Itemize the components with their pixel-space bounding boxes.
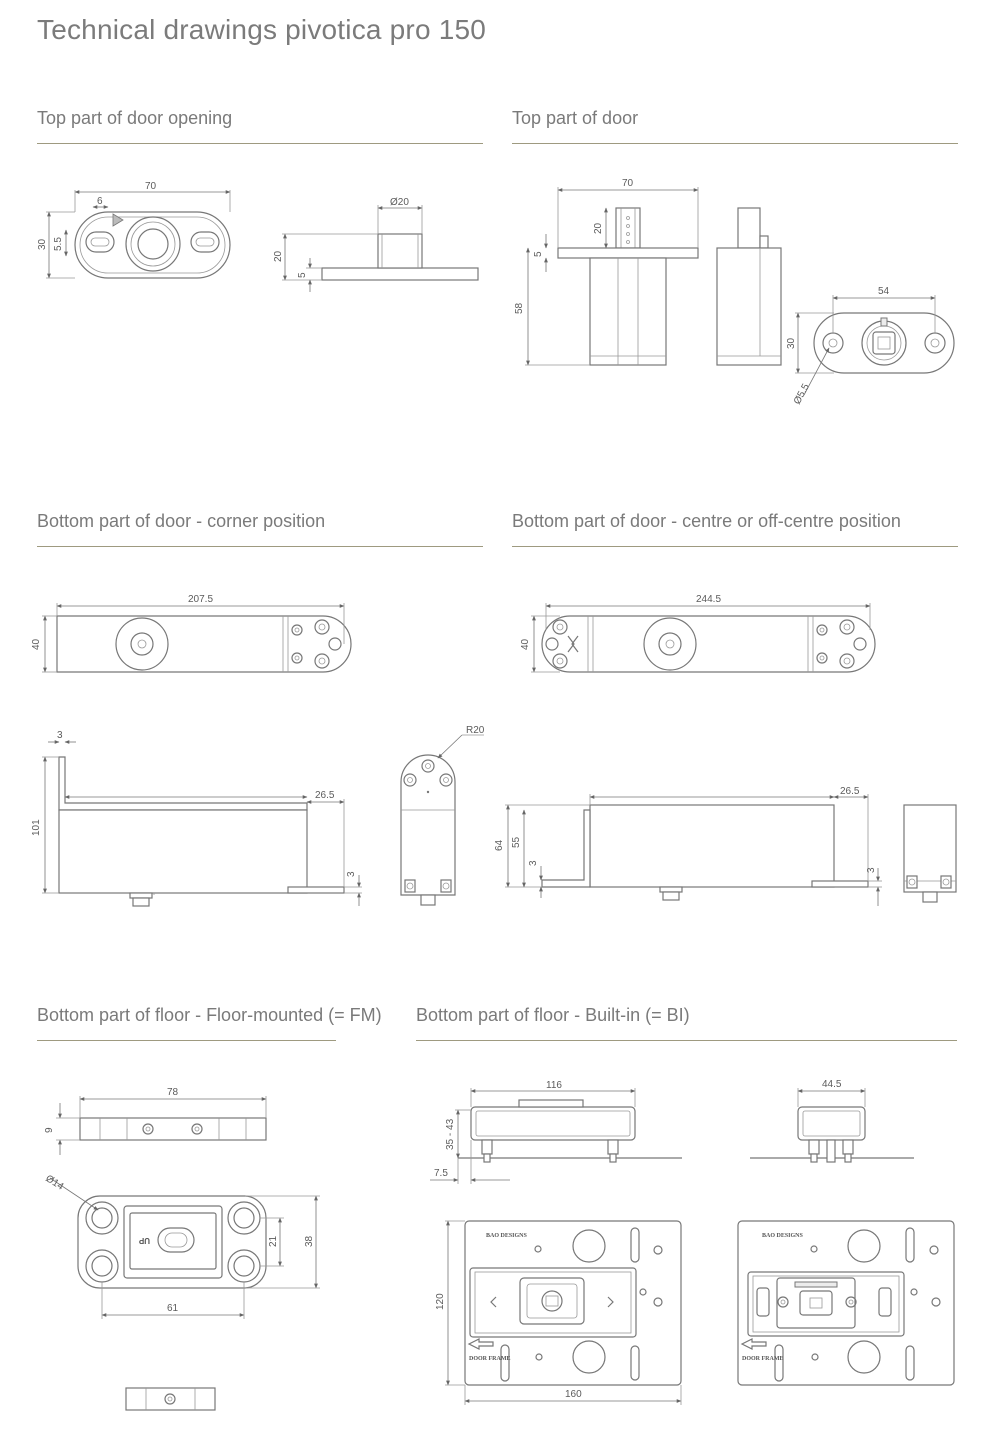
bottom-corner-plan-view: 207.5 40 (31, 594, 352, 673)
door-frame-label: DOOR FRAME (469, 1356, 511, 1362)
bottom-corner-end-view: R20 (400, 725, 485, 906)
dim-26-5: 26.5 (840, 786, 860, 797)
section-divider (512, 546, 958, 547)
dim-244-5: 244.5 (696, 594, 721, 605)
section-divider (512, 143, 958, 144)
bottom-centre-end-view (903, 804, 957, 903)
dim-20: 20 (273, 250, 284, 262)
section-divider (416, 1040, 957, 1041)
section-divider (37, 143, 483, 144)
section-divider (37, 1040, 336, 1041)
floor-fm-side-view: 78 9 (44, 1087, 267, 1155)
dim-5-5: 5.5 (53, 237, 64, 251)
dim-30: 30 (37, 238, 48, 250)
dim-70: 70 (145, 181, 157, 192)
section-heading-bottom-corner: Bottom part of door - corner position (37, 511, 326, 531)
dim-78: 78 (167, 1087, 179, 1098)
section-heading-bottom-centre: Bottom part of door - centre or off-cent… (512, 511, 901, 531)
top-opening-plan-view: 70 6 30 5.5 (37, 181, 231, 279)
dim-101: 101 (31, 819, 42, 836)
dim-6: 6 (97, 196, 103, 207)
section-heading-floor-bi: Bottom part of floor - Built-in (= BI) (416, 1005, 690, 1025)
brand-label: BAO DESIGNS (762, 1233, 804, 1239)
floor-bi-end-view: 44.5 (750, 1079, 914, 1163)
brand-label: BAO DESIGNS (486, 1233, 528, 1239)
dim-dia-14: Ø14 (43, 1173, 65, 1193)
dim-35-43: 35 - 43 (445, 1118, 456, 1150)
floor-bi-side-view: 116 35 - 43 7.5 (430, 1080, 682, 1184)
dim-207-5: 207.5 (188, 594, 213, 605)
section-heading-top-opening: Top part of door opening (37, 108, 233, 128)
dim-21: 21 (268, 1235, 279, 1247)
dim-54: 54 (878, 286, 890, 297)
dim-70: 70 (622, 178, 634, 189)
bottom-centre-side-view: 26.5 64 55 3 3 (494, 786, 882, 906)
dim-64: 64 (494, 839, 505, 851)
dim-40: 40 (31, 638, 42, 650)
dim-160: 160 (565, 1389, 582, 1400)
page-title: Technical drawings pivotica pro 150 (37, 14, 487, 45)
dim-r20: R20 (466, 725, 485, 736)
floor-bi-plate-right: BAO DESIGNS DOOR FRAME (737, 1220, 955, 1386)
dim-20: 20 (593, 222, 604, 234)
bottom-corner-side-view: 3 101 26.5 3 (31, 730, 362, 907)
floor-fm-end-view (125, 1387, 216, 1411)
section-heading-top-door: Top part of door (512, 108, 639, 128)
section-divider (37, 546, 483, 547)
dim-3a: 3 (528, 860, 539, 866)
up-label: UP (138, 1236, 150, 1245)
dim-44-5: 44.5 (822, 1079, 842, 1090)
section-heading-floor-fm: Bottom part of floor - Floor-mounted (= … (37, 1005, 382, 1025)
dim-dia-20: Ø20 (390, 197, 409, 208)
dim-9: 9 (44, 1127, 55, 1133)
dim-58: 58 (514, 302, 525, 314)
dim-3b: 3 (866, 867, 877, 873)
dim-7-5: 7.5 (434, 1168, 448, 1179)
top-opening-side-view: Ø20 20 5 (273, 197, 479, 292)
dim-55: 55 (511, 836, 522, 848)
dim-5: 5 (297, 272, 308, 278)
top-door-side-view (716, 207, 782, 366)
dim-30: 30 (786, 337, 797, 349)
dim-3b: 3 (346, 871, 357, 877)
dim-26-5: 26.5 (315, 790, 335, 801)
dim-3: 3 (57, 730, 63, 741)
dim-40: 40 (520, 638, 531, 650)
top-door-front-view: 70 20 5 58 (514, 178, 699, 366)
dim-5: 5 (533, 251, 544, 257)
dim-116: 116 (546, 1080, 562, 1091)
dim-120: 120 (435, 1293, 446, 1310)
bottom-centre-plan-view: 244.5 40 (520, 594, 876, 673)
dim-61: 61 (167, 1303, 179, 1314)
dim-38: 38 (304, 1235, 315, 1247)
door-frame-label: DOOR FRAME (742, 1356, 784, 1362)
floor-bi-plate-left: BAO DESIGNS DOOR FRAME 120 160 (435, 1220, 682, 1405)
top-door-plan-view: 54 30 Ø5.5 (786, 286, 955, 406)
floor-fm-plan-view: UP Ø14 21 38 61 (43, 1173, 320, 1319)
